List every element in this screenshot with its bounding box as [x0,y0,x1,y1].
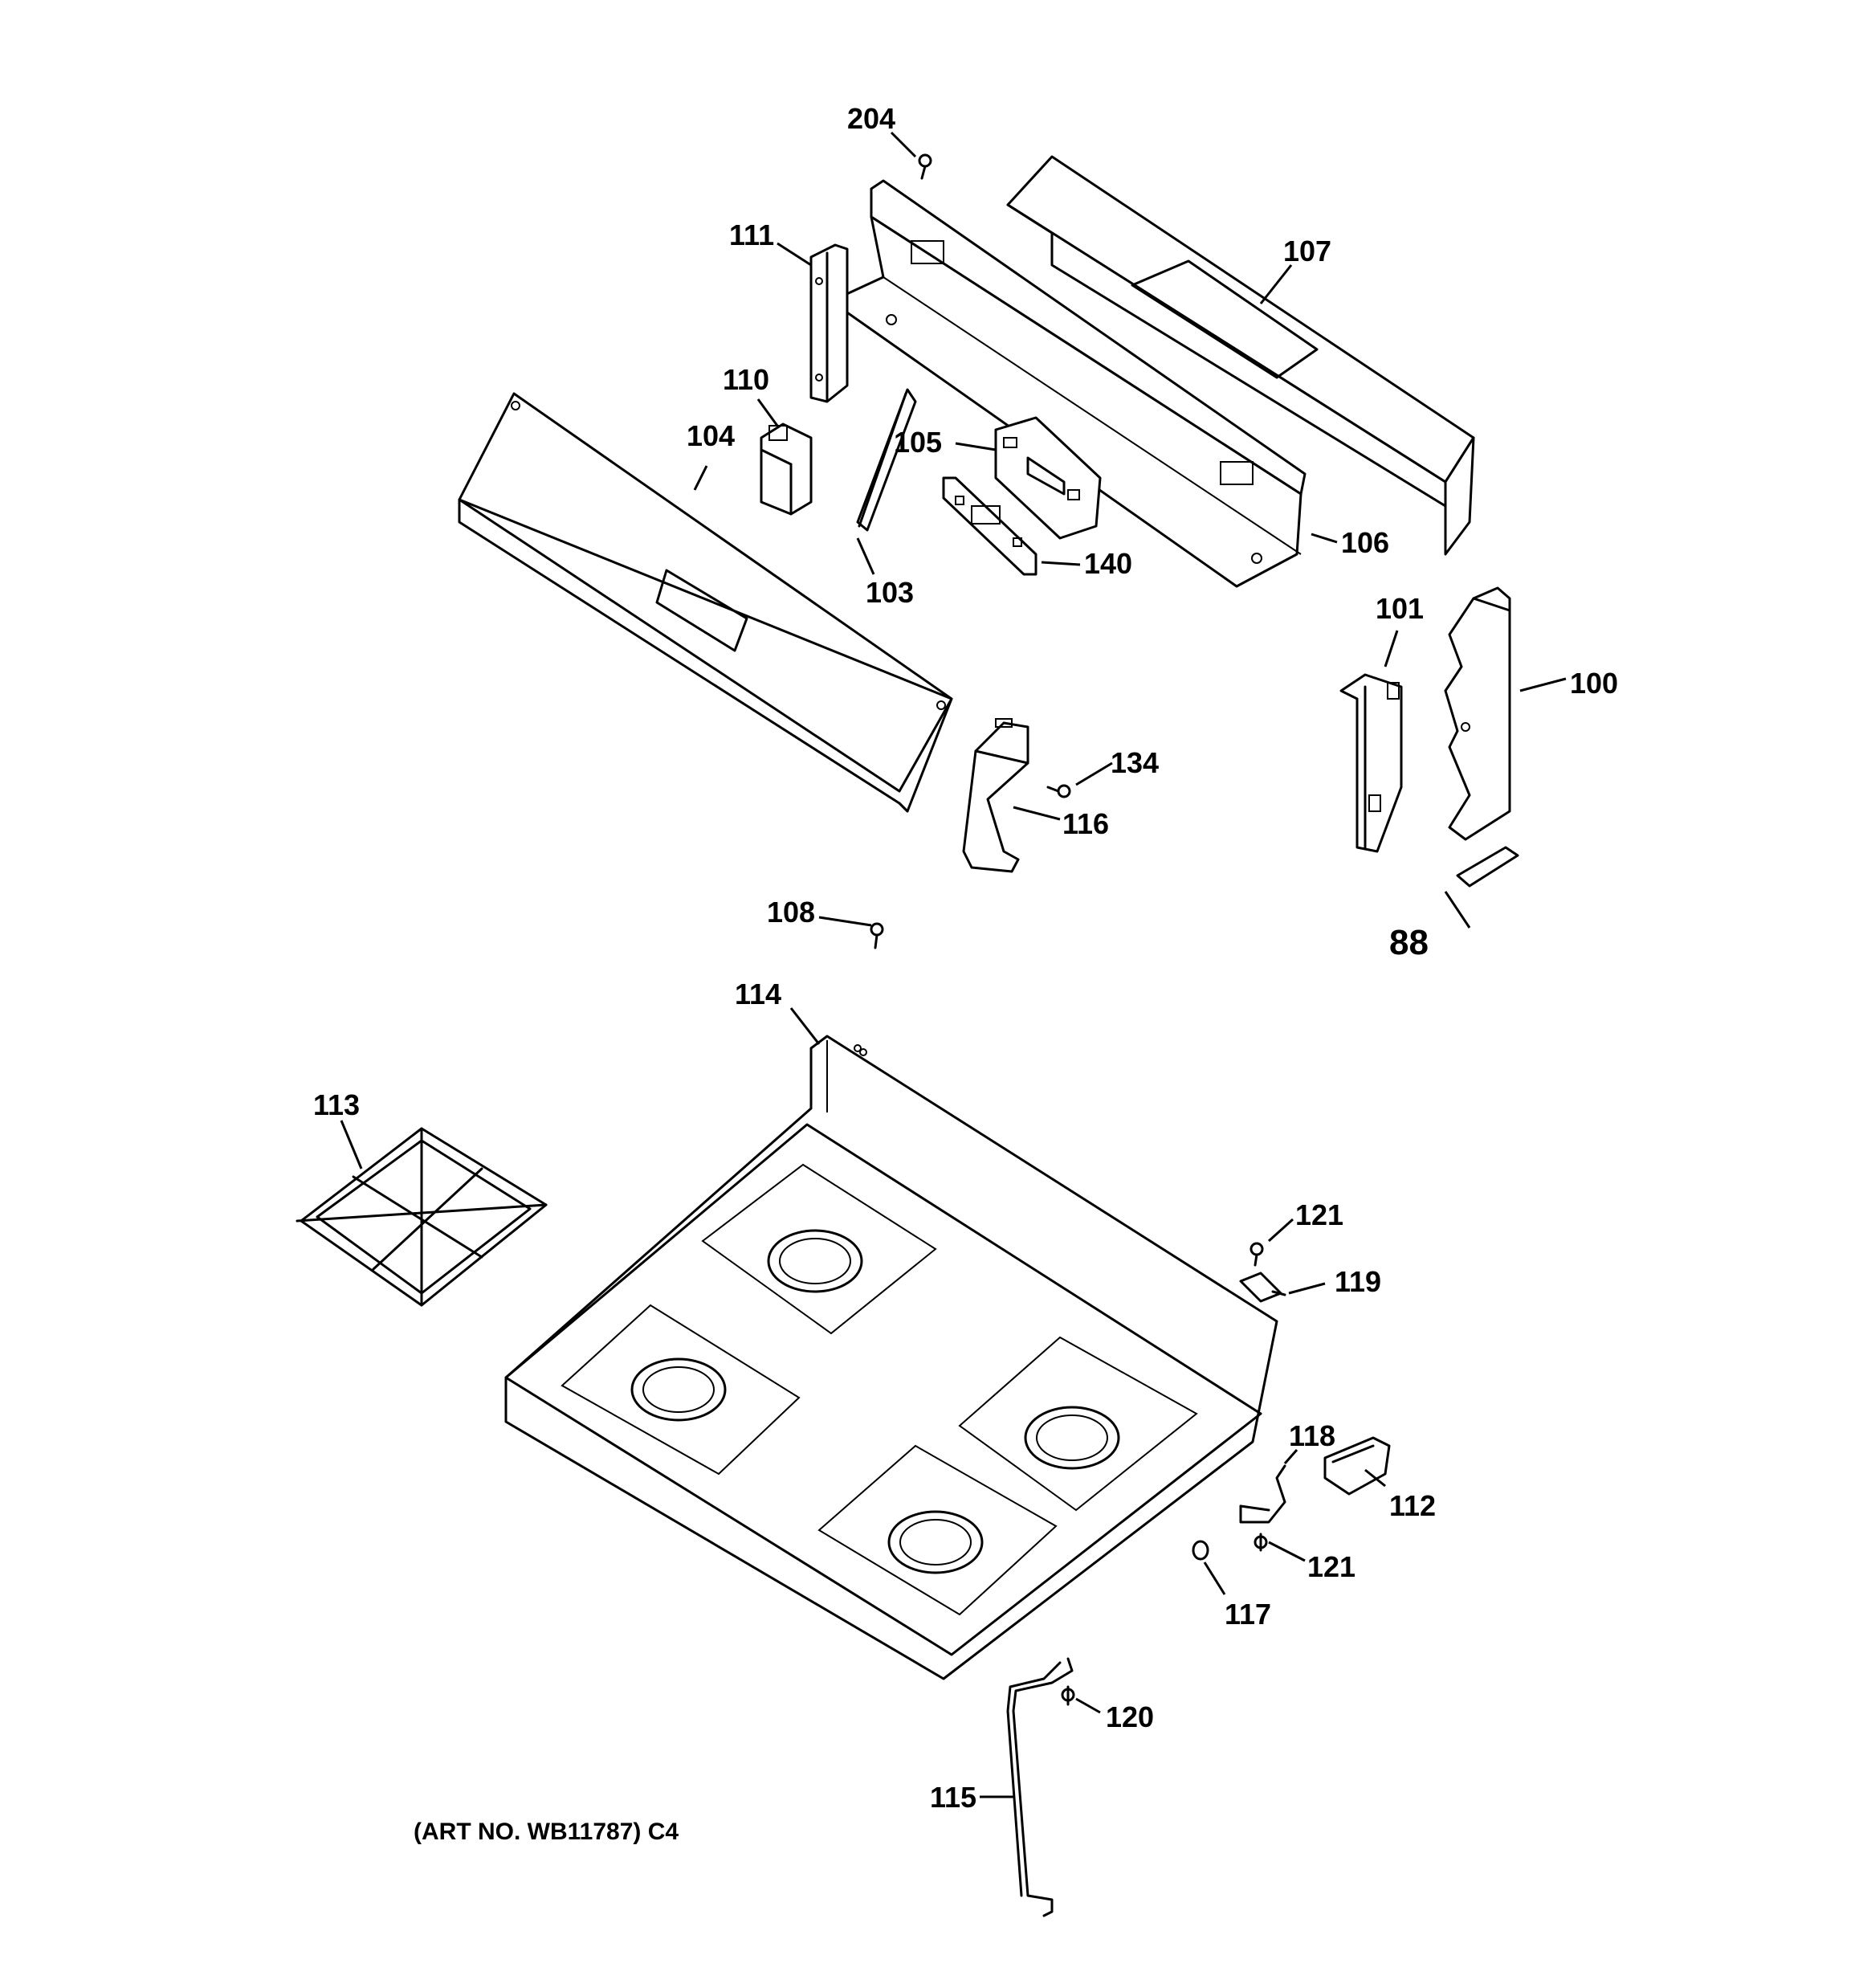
part-140-overlay [942,476,1037,576]
callout-103: 103 [866,576,914,609]
callout-118: 118 [1289,1419,1335,1452]
callout-120: 120 [1106,1700,1154,1733]
part-114-cooktop [504,1035,1278,1680]
part-105-control [994,416,1102,540]
callout-105: 105 [894,426,942,459]
part-117-nut [1192,1540,1209,1561]
part-100-side-trim [1444,586,1511,841]
part-110-switch [760,423,813,516]
callout-119: 119 [1335,1265,1381,1298]
callout-111: 111 [729,218,774,251]
part-111-bracket [809,243,849,403]
part-118-bracket [1239,1464,1286,1524]
callout-107: 107 [1283,235,1331,267]
part-103-support [856,388,917,532]
callout-115: 115 [930,1781,976,1814]
callout-121-bottom: 121 [1307,1550,1355,1583]
part-106-backsplash [830,179,1307,588]
callout-108: 108 [767,896,815,929]
callout-104: 104 [687,419,735,452]
callout-labels: 204 111 107 110 104 105 106 140 103 101 … [313,102,1618,1845]
callout-114: 114 [735,978,781,1010]
part-104-control-panel [458,392,953,813]
leader-lines [340,131,1567,1798]
callout-113: 113 [313,1088,360,1121]
callout-121-top: 121 [1295,1198,1343,1231]
callout-100: 100 [1570,667,1618,700]
callout-110: 110 [723,363,769,396]
part-108-screw [870,922,884,949]
part-113-grate [296,1127,548,1307]
part-116-end-cap [962,718,1029,873]
callout-112: 112 [1389,1489,1436,1522]
callout-88: 88 [1389,923,1429,962]
part-121-screw-top [1249,1242,1264,1267]
part-204-screw [918,153,932,180]
callout-117: 117 [1225,1598,1271,1631]
part-119-hinge [1239,1272,1286,1303]
part-112-bracket [1323,1436,1391,1496]
part-121-screw-bottom [1254,1533,1268,1552]
callout-101: 101 [1376,592,1424,625]
callout-204: 204 [847,102,895,135]
part-115-rod [1006,1657,1074,1917]
callout-134: 134 [1111,746,1159,779]
callout-106: 106 [1341,526,1389,559]
part-101-bracket [1339,673,1403,853]
part-88 [1456,846,1519,888]
art-number-caption: (ART NO. WB11787) C4 [414,1819,679,1845]
part-134-screw [1046,784,1071,798]
callout-116: 116 [1062,807,1109,840]
callout-140: 140 [1084,547,1132,580]
part-120-screw [1061,1685,1075,1706]
part-107-vent-trim [1006,155,1475,556]
